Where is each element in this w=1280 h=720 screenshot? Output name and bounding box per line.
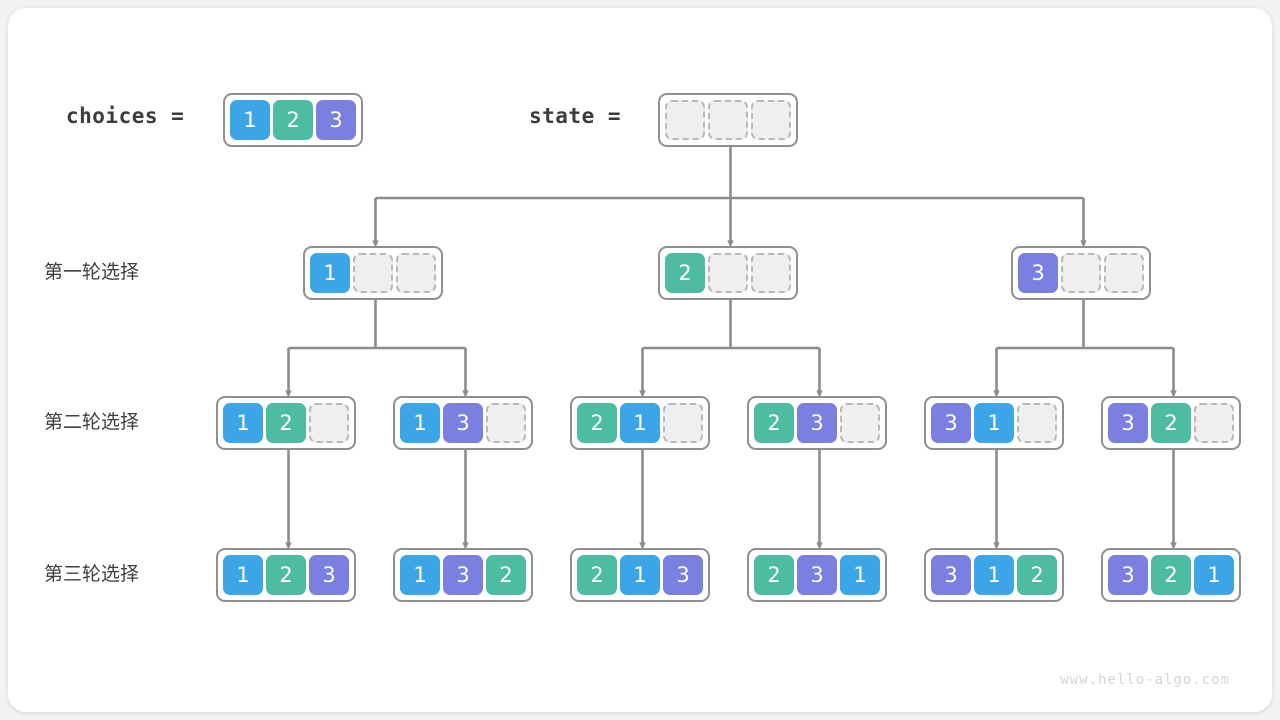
L2N1-cell-0: 1: [223, 403, 263, 443]
L2N1-cell-1: 2: [266, 403, 306, 443]
state-array-level-1-node-3: 3: [1011, 246, 1151, 300]
L3N3-cell-1: 1: [620, 555, 660, 595]
L1N2-cell-empty-2: [751, 253, 791, 293]
L3N4-cell-1: 3: [797, 555, 837, 595]
choices-cell-2: 3: [316, 100, 356, 140]
L2N4-cell-empty-2: [840, 403, 880, 443]
state-array-level-1-node-1: 1: [303, 246, 443, 300]
level-label-round-3: 第三轮选择: [44, 563, 140, 585]
L3N1-cell-0: 1: [223, 555, 263, 595]
L3N6-cell-1: 2: [1151, 555, 1191, 595]
L3N3-cell-2: 3: [663, 555, 703, 595]
L3N1-cell-1: 2: [266, 555, 306, 595]
choices-label: choices =: [66, 104, 185, 128]
L3N5-cell-0: 3: [931, 555, 971, 595]
L2N5-cell-0: 3: [931, 403, 971, 443]
choices-cell-1: 2: [273, 100, 313, 140]
L2N2-cell-1: 3: [443, 403, 483, 443]
L3N6-cell-2: 1: [1194, 555, 1234, 595]
state-array-level-1-node-2: 2: [658, 246, 798, 300]
L1N1-cell-empty-2: [396, 253, 436, 293]
state-array: [658, 93, 798, 147]
state-label: state =: [529, 104, 622, 128]
L1N2-cell-0: 2: [665, 253, 705, 293]
L1N1-cell-empty-1: [353, 253, 393, 293]
choices-cell-0: 1: [230, 100, 270, 140]
L2N1-cell-empty-2: [309, 403, 349, 443]
L1N3-cell-empty-2: [1104, 253, 1144, 293]
L2N3-cell-0: 2: [577, 403, 617, 443]
L2N4-cell-0: 2: [754, 403, 794, 443]
L2N3-cell-1: 1: [620, 403, 660, 443]
L2N3-cell-empty-2: [663, 403, 703, 443]
state-cell-empty-1: [708, 100, 748, 140]
L2N6-cell-empty-2: [1194, 403, 1234, 443]
L3N2-cell-2: 2: [486, 555, 526, 595]
connector-layer: [285, 143, 1177, 550]
watermark: www.hello-algo.com: [1060, 672, 1230, 688]
L1N1-cell-0: 1: [310, 253, 350, 293]
L3N3-cell-0: 2: [577, 555, 617, 595]
L2N2-cell-empty-2: [486, 403, 526, 443]
L3N1-cell-2: 3: [309, 555, 349, 595]
L2N6-cell-0: 3: [1108, 403, 1148, 443]
L3N2-cell-1: 3: [443, 555, 483, 595]
L2N4-cell-1: 3: [797, 403, 837, 443]
L3N5-cell-1: 1: [974, 555, 1014, 595]
L2N5-cell-1: 1: [974, 403, 1014, 443]
state-cell-empty-2: [751, 100, 791, 140]
L1N3-cell-empty-1: [1061, 253, 1101, 293]
L3N4-cell-2: 1: [840, 555, 880, 595]
L1N2-cell-empty-1: [708, 253, 748, 293]
L1N3-cell-0: 3: [1018, 253, 1058, 293]
L2N5-cell-empty-2: [1017, 403, 1057, 443]
level-label-round-1: 第一轮选择: [44, 261, 140, 283]
level-label-round-2: 第二轮选择: [44, 411, 140, 433]
state-cell-empty-0: [665, 100, 705, 140]
L3N6-cell-0: 3: [1108, 555, 1148, 595]
L2N2-cell-0: 1: [400, 403, 440, 443]
L3N5-cell-2: 2: [1017, 555, 1057, 595]
L2N6-cell-1: 2: [1151, 403, 1191, 443]
L3N2-cell-0: 1: [400, 555, 440, 595]
L3N4-cell-0: 2: [754, 555, 794, 595]
